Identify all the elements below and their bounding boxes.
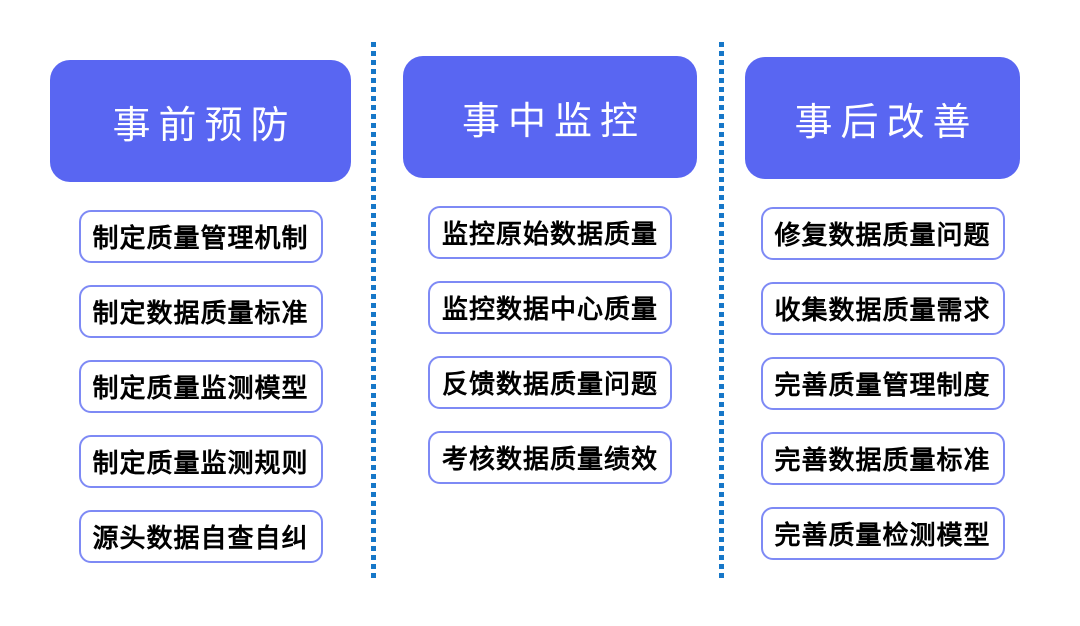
stage-column-pre-prevention: 事前预防 制定质量管理机制 制定数据质量标准 制定质量监测模型 制定质量监测规则… (50, 60, 351, 585)
dotted-divider (371, 42, 376, 582)
process-step: 制定质量监测模型 (78, 360, 323, 413)
process-step: 制定质量监测规则 (78, 435, 323, 488)
process-step: 完善数据质量标准 (760, 432, 1005, 485)
process-step: 制定质量管理机制 (78, 210, 323, 263)
stage-header-post-improvement: 事后改善 (745, 57, 1020, 179)
stage-column-in-process-monitoring: 事中监控 监控原始数据质量 监控数据中心质量 反馈数据质量问题 考核数据质量绩效 (403, 56, 697, 506)
process-step: 完善质量检测模型 (760, 507, 1005, 560)
process-step: 制定数据质量标准 (78, 285, 323, 338)
process-step: 反馈数据质量问题 (428, 356, 672, 409)
process-step: 源头数据自查自纠 (78, 510, 323, 563)
process-step: 考核数据质量绩效 (428, 431, 672, 484)
process-step: 监控原始数据质量 (428, 206, 672, 259)
stage-column-post-improvement: 事后改善 修复数据质量问题 收集数据质量需求 完善质量管理制度 完善数据质量标准… (745, 57, 1020, 582)
process-step: 修复数据质量问题 (760, 207, 1005, 260)
process-step: 收集数据质量需求 (760, 282, 1005, 335)
dotted-divider (719, 42, 724, 582)
stage-header-in-process-monitoring: 事中监控 (403, 56, 697, 178)
process-step: 完善质量管理制度 (760, 357, 1005, 410)
process-step: 监控数据中心质量 (428, 281, 672, 334)
stage-header-pre-prevention: 事前预防 (50, 60, 351, 182)
